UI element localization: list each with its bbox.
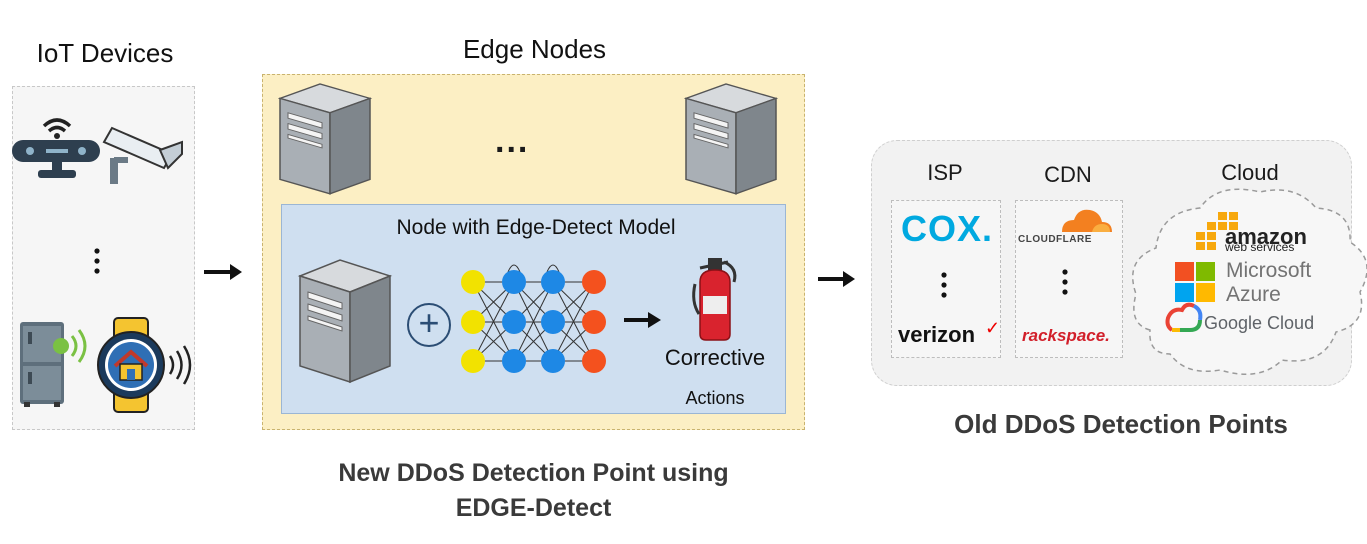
edge-nodes-ellipsis: ... xyxy=(495,122,530,160)
nn-neuron xyxy=(502,270,526,294)
smart-fridge-icon xyxy=(20,322,87,407)
fire-extinguisher-icon xyxy=(692,258,737,341)
nn-loop xyxy=(546,264,560,273)
aws-subtitle-text: web services xyxy=(1225,240,1295,254)
nn-neuron xyxy=(541,270,565,294)
nn-neuron xyxy=(541,310,565,334)
nn-connection xyxy=(513,281,554,362)
cox-logo: COX. xyxy=(901,208,994,249)
nn-neuron xyxy=(582,349,606,373)
cdn-more-dots xyxy=(1062,269,1068,295)
nn-neuron xyxy=(582,310,606,334)
verizon-logo: verizon xyxy=(898,322,976,347)
nn-neuron xyxy=(502,349,526,373)
nn-neuron xyxy=(502,310,526,334)
nn-connection xyxy=(472,281,515,362)
aws-logo-icon xyxy=(1196,212,1238,250)
cdn-title: CDN xyxy=(1044,162,1092,187)
actions-label: Actions xyxy=(685,388,745,408)
isp-panel xyxy=(891,200,1001,358)
iot-devices-title: IoT Devices xyxy=(36,38,174,68)
new-detection-caption: New DDoS Detection Point using EDGE-Dete… xyxy=(262,456,805,526)
azure-logo-text: Azure xyxy=(1226,283,1281,306)
nn-neuron xyxy=(461,310,485,334)
old-detection-caption: Old DDoS Detection Points xyxy=(954,409,1288,439)
edge-nodes-title: Edge Nodes xyxy=(462,34,607,64)
nn-neuron xyxy=(541,349,565,373)
arrow-edge-to-old xyxy=(818,271,855,287)
wifi-router-icon xyxy=(12,118,100,178)
arrow-iot-to-edge xyxy=(204,264,242,280)
plus-icon: + xyxy=(407,303,451,347)
model-panel-title: Node with Edge-Detect Model xyxy=(396,216,676,239)
rackspace-logo: rackspace. xyxy=(1022,326,1110,345)
nn-neuron xyxy=(461,349,485,373)
google-cloud-logo-text: Google Cloud xyxy=(1204,313,1315,333)
corrective-label: Corrective xyxy=(664,345,766,370)
iot-more-dots xyxy=(94,248,100,274)
isp-more-dots xyxy=(941,272,947,298)
neural-network-icon xyxy=(461,264,606,373)
smart-watch-icon xyxy=(97,317,192,413)
verizon-check-icon: ✓ xyxy=(985,318,1001,338)
nn-connection xyxy=(552,281,595,362)
arrow-nn-to-actions xyxy=(624,312,661,328)
cloud-title: Cloud xyxy=(1221,160,1279,185)
microsoft-logo-icon xyxy=(1175,262,1215,302)
cloudflare-logo-icon xyxy=(1062,209,1112,232)
amazon-logo-text: amazon xyxy=(1225,224,1307,249)
new-caption-line-1: New DDoS Detection Point using xyxy=(338,459,729,487)
nn-neuron xyxy=(582,270,606,294)
microsoft-logo-text: Microsoft xyxy=(1226,259,1312,282)
isp-title: ISP xyxy=(927,160,963,185)
nn-loop xyxy=(507,264,521,273)
cloudflare-logo: CLOUDFLARE xyxy=(1018,234,1092,245)
new-caption-line-2: EDGE-Detect xyxy=(455,494,612,522)
nn-neuron xyxy=(461,270,485,294)
google-cloud-logo-icon xyxy=(1165,302,1203,332)
security-camera-icon xyxy=(102,126,183,184)
